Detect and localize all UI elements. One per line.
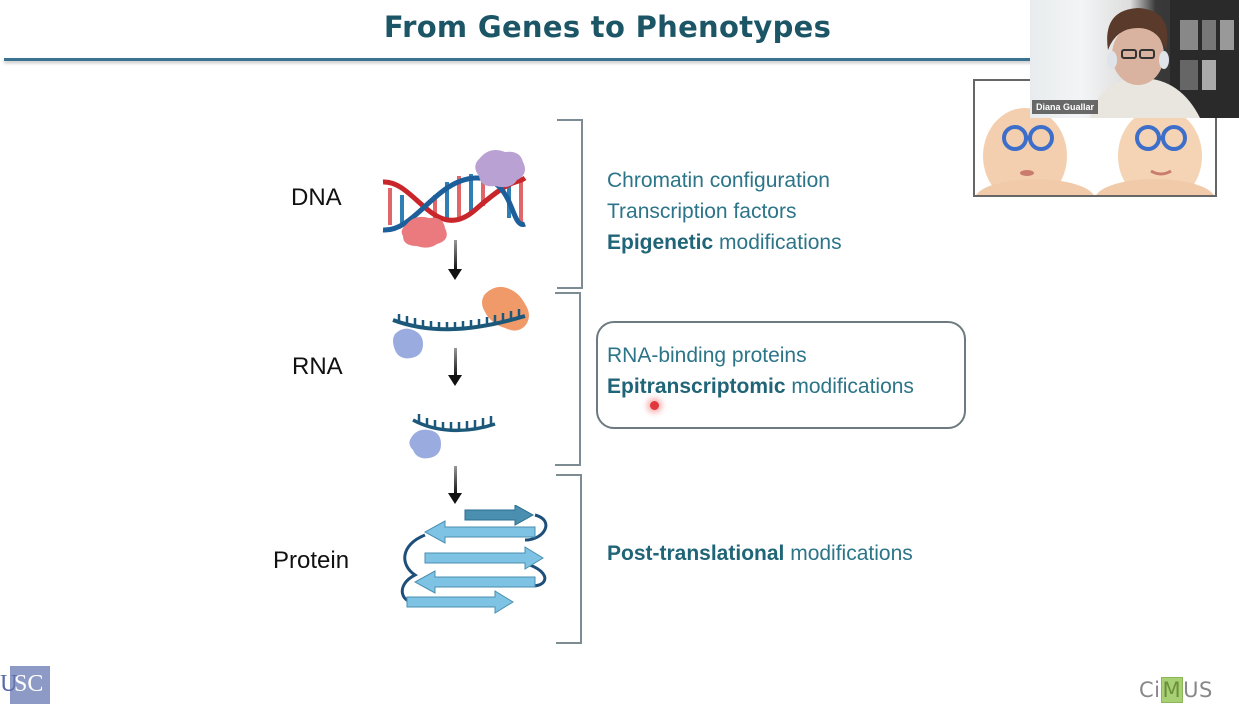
post-translational-rest: modifications [784,542,913,565]
protein-beta-sheet-icon [401,505,548,614]
mrna-icon [392,286,529,359]
rna-fragment-icon [409,414,496,459]
rna-item-epitranscriptomic: Epitranscriptomic modifications [607,371,914,402]
dna-item-epigenetic: Epigenetic modifications [607,227,842,258]
post-translational-bold: Post-translational [607,542,785,565]
bracket-protein [556,474,582,644]
svg-text:SC: SC [14,671,43,697]
level-label-protein: Protein [273,547,350,574]
protein-regulation-list: Post-translational modifications [607,538,913,569]
cimus-logo-ci: Ci [1139,678,1161,702]
title-divider [4,58,1034,61]
rna-highlight-box [596,321,966,429]
usc-logo-text: U [0,671,17,697]
arrow-rna-to-fragment [448,348,462,386]
arrow-dna-to-rna [448,240,462,280]
dna-regulation-list: Chromatin configuration Transcription fa… [607,165,842,258]
arrow-rna-to-protein [448,466,462,504]
usc-logo-icon: U SC [0,666,50,704]
epitranscriptomic-rest: modifications [785,375,914,398]
rna-item-binding-proteins: RNA-binding proteins [607,344,807,367]
slide-photo-babies [973,79,1217,197]
webcam-video-feed[interactable] [1030,0,1239,118]
rna-regulation-list: RNA-binding proteins Epitranscriptomic m… [607,340,914,402]
dna-helix-icon [382,150,527,248]
usc-logo: U SC [0,664,55,710]
participant-name-label: Diana Guallar [1032,100,1099,114]
dna-item-transcription-factors: Transcription factors [607,200,797,223]
dna-item-chromatin: Chromatin configuration [607,169,830,192]
cimus-logo: CiMUS [1139,677,1213,703]
protein-item-ptm: Post-translational modifications [607,538,913,569]
level-label-dna: DNA [291,184,342,211]
epigenetic-bold: Epigenetic [607,231,714,254]
bracket-rna [555,292,581,466]
level-label-rna: RNA [292,353,343,380]
cimus-logo-m: M [1160,677,1184,703]
speaker-video-icon [1090,0,1239,118]
cimus-logo-us: US [1183,678,1213,702]
epitranscriptomic-bold: Epitranscriptomic [607,375,786,398]
bracket-dna [557,119,583,289]
laser-pointer [650,401,659,410]
babies-with-glasses-image [976,108,1214,195]
slide-title: From Genes to Phenotypes [383,10,832,44]
epigenetic-rest: modifications [713,231,842,254]
